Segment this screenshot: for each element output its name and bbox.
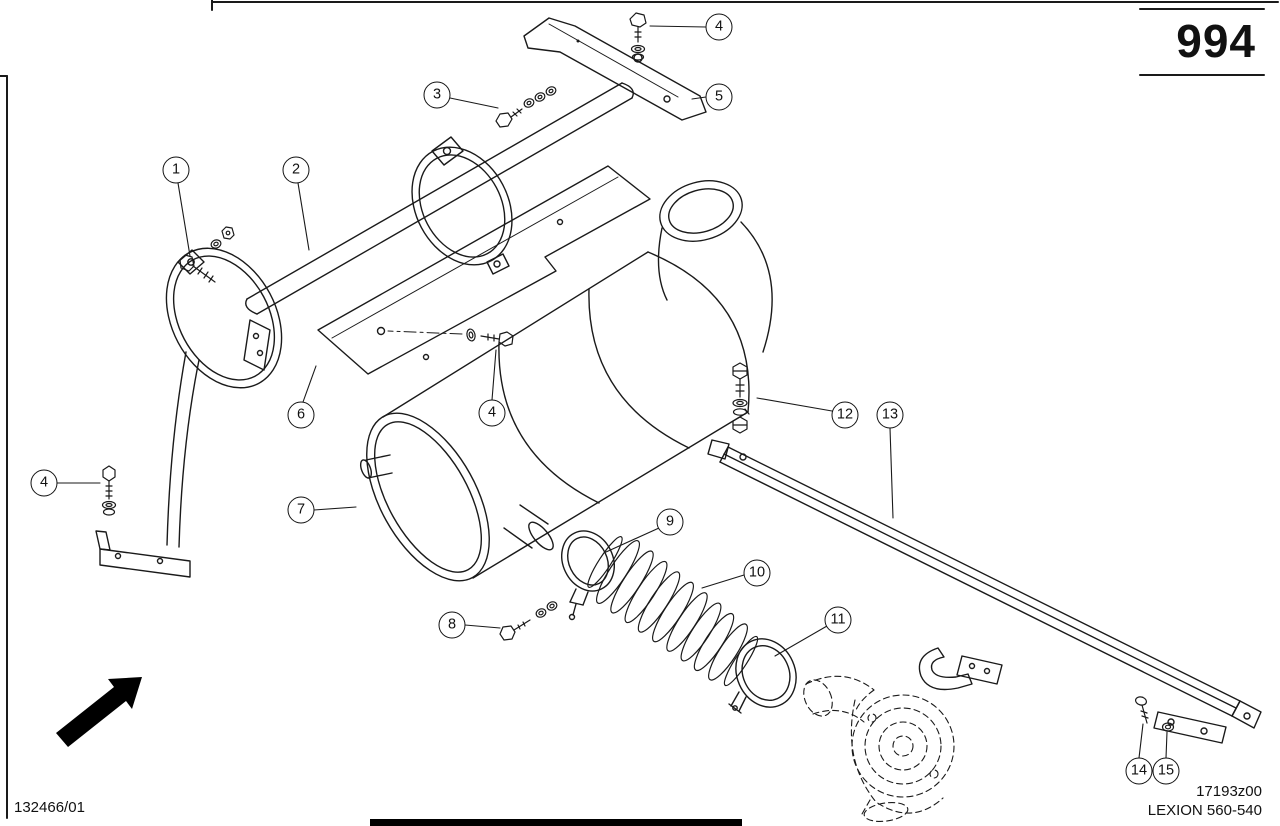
bolt-14 — [1134, 696, 1149, 724]
bolt-8 — [499, 601, 558, 641]
callout-4-top: 4 — [705, 13, 733, 41]
upper-strap — [411, 136, 513, 275]
callout-1: 1 — [162, 156, 190, 184]
clamp-9 — [561, 530, 615, 621]
support-tube — [245, 82, 634, 315]
callout-10: 10 — [743, 559, 771, 587]
clamp-11 — [728, 638, 797, 714]
direction-arrow-icon — [56, 677, 142, 747]
support-rail — [707, 439, 1262, 744]
heat-shield — [317, 165, 651, 375]
bolt-4-top — [629, 12, 647, 61]
turbocharger-phantom — [803, 675, 955, 822]
callout-7: 7 — [287, 496, 315, 524]
figure-code: 17193z00 — [1196, 783, 1262, 800]
outlet-elbow — [657, 180, 773, 353]
bracket-5 — [523, 17, 707, 121]
callout-2: 2 — [282, 156, 310, 184]
callout-9: 9 — [656, 508, 684, 536]
left-strap-assembly — [95, 247, 283, 578]
bolt-4-middle — [466, 328, 514, 347]
callout-6: 6 — [287, 401, 315, 429]
bolt-12-stack — [732, 362, 750, 434]
callout-4-left: 4 — [30, 469, 58, 497]
doc-number: 132466/01 — [14, 799, 85, 816]
bolt-1 — [179, 226, 235, 283]
muffler — [359, 251, 750, 582]
washer-15 — [1161, 722, 1175, 732]
callout-13: 13 — [876, 401, 904, 429]
callout-8: 8 — [438, 611, 466, 639]
leader-lines — [56, 25, 1168, 759]
callout-14: 14 — [1125, 757, 1153, 785]
page-number: 994 — [1176, 15, 1256, 67]
callout-3: 3 — [423, 81, 451, 109]
callout-5: 5 — [705, 83, 733, 111]
callout-11: 11 — [824, 606, 852, 634]
bolt-3 — [495, 86, 557, 128]
flex-pipe — [587, 536, 759, 687]
bolt-4-left — [101, 465, 117, 516]
callout-12: 12 — [831, 401, 859, 429]
callout-4-middle: 4 — [478, 399, 506, 427]
callout-15: 15 — [1152, 757, 1180, 785]
model-label: LEXION 560-540 — [1147, 802, 1262, 819]
